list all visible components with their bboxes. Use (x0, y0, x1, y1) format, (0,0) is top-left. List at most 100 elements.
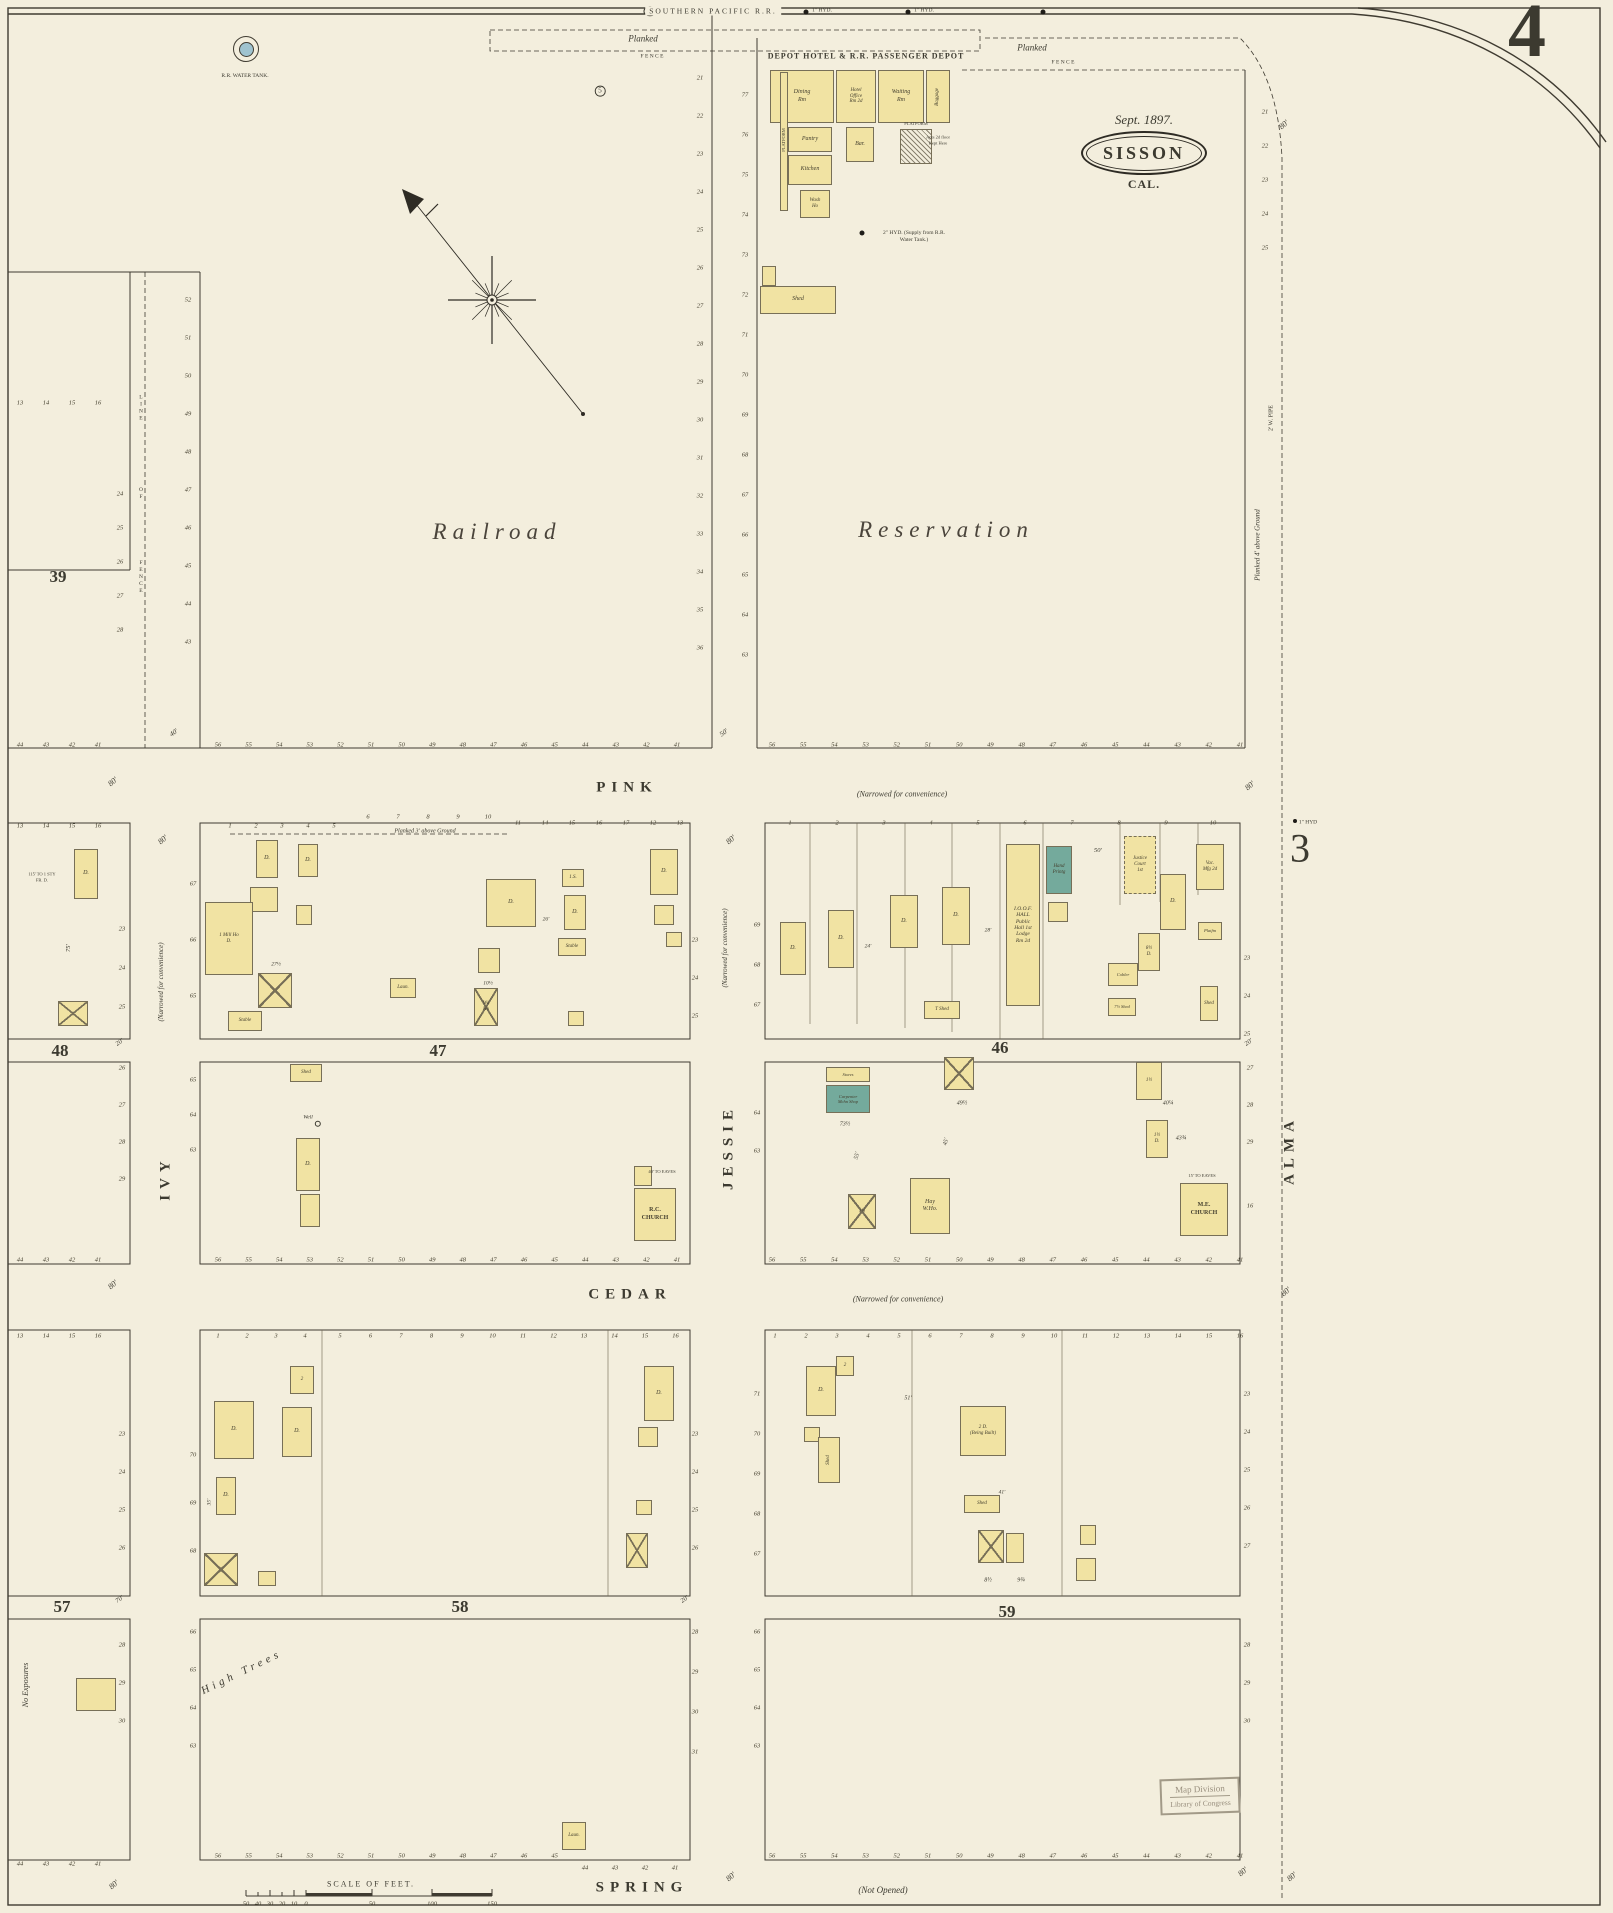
lot-number: 53 (306, 1852, 314, 1860)
lot-number: 25 (1261, 244, 1269, 252)
building: Cobler (1108, 963, 1138, 986)
building: D. (296, 1138, 320, 1191)
building: Baggage (926, 70, 950, 123)
building (204, 1553, 238, 1586)
lot-number: 66 (189, 1628, 197, 1636)
lot-number: 46 (1080, 1256, 1088, 1264)
area-label-railroad: Railroad (432, 519, 562, 544)
building (978, 1530, 1004, 1563)
lot-number: 65 (189, 992, 197, 1000)
building-label: D. (656, 1389, 662, 1396)
lot-number: 1 (228, 822, 232, 830)
lot-number: 63 (189, 1146, 197, 1154)
lot-number: 53 (306, 1256, 314, 1264)
map-label: 40¼ (1162, 1100, 1174, 1107)
lot-number: 1 (216, 1332, 220, 1340)
compass-rose-icon (402, 189, 585, 416)
building (666, 932, 682, 947)
lot-number: 42 (1205, 1256, 1213, 1264)
lot-number: 6 (368, 1332, 373, 1340)
lot-number: 24 (1243, 992, 1251, 1000)
building (900, 129, 932, 164)
lot-number: 64 (753, 1704, 761, 1712)
lot-number: 24 (1261, 210, 1269, 218)
lot-number: 3 (280, 822, 284, 830)
block-number-57: 57 (53, 1597, 71, 1616)
building (250, 887, 278, 912)
building-label: Shed (792, 296, 804, 303)
map-label: 80' (106, 1278, 120, 1292)
lot-number: 77 (741, 91, 749, 99)
building: D. (298, 844, 318, 877)
building-label: D. (661, 868, 667, 875)
map-label: 70' (114, 1594, 125, 1605)
lot-number: 49 (184, 410, 192, 418)
block-number-39: 39 (49, 567, 67, 586)
lot-number: 6 (928, 1332, 932, 1340)
building: D. (650, 849, 678, 895)
street-label-jessie: JESSIE (720, 1103, 737, 1191)
building-label: Hay W.Ho. (922, 1198, 938, 1212)
lot-number: 3 (882, 819, 886, 827)
lot-number: 11 (1081, 1332, 1089, 1340)
lot-number: 14 (1174, 1332, 1182, 1340)
lot-number: 26 (696, 264, 704, 272)
building-label: Wa Ho (482, 1001, 490, 1012)
lot-number: 47 (490, 1852, 497, 1860)
street-label-cedar: CEDAR (588, 1286, 672, 1303)
building (944, 1057, 974, 1090)
building: D. (780, 922, 806, 975)
map-label: 28' (984, 927, 992, 934)
lot-number: 15 (1205, 1332, 1213, 1340)
lot-number: 51 (924, 741, 932, 749)
lot-number: 7 (1070, 819, 1074, 827)
lot-number: 2 (245, 1332, 249, 1340)
building-label: Kitchen (800, 166, 820, 173)
lot-number: 13 (16, 822, 24, 830)
lot-number: 55 (799, 1852, 807, 1860)
lot-number: 68 (753, 1510, 761, 1518)
lot-number: 41 (94, 741, 102, 749)
map-label: 1" HYD. (812, 7, 832, 14)
lot-number: 44 (581, 1864, 589, 1872)
map-label: F E N C E (1051, 59, 1075, 66)
lot-number: 29 (1243, 1679, 1251, 1687)
block-number-48: 48 (51, 1041, 69, 1060)
lot-number: 26 (1243, 1504, 1251, 1512)
lot-number: 5 (897, 1332, 901, 1340)
scale-label: SCALE OF FEET. (326, 1879, 416, 1889)
loc-stamp: Map Division Library of Congress (1159, 1776, 1242, 1816)
lot-number: 68 (741, 451, 749, 459)
building (258, 973, 292, 1008)
building: Platfm (1198, 922, 1222, 940)
water-tank-water (238, 41, 254, 57)
narrowed-note: (Narrowed for convenience) (852, 1294, 944, 1304)
lot-number: 51 (367, 741, 375, 749)
lot-number: 70 (189, 1451, 197, 1459)
building: Shed (760, 286, 836, 314)
lot-number: 26 (691, 1544, 699, 1552)
narrowed-note: (Narrowed for convenience) (856, 789, 948, 799)
building: Hand Printg (1046, 846, 1072, 894)
lot-number: 66 (189, 936, 197, 944)
lot-number: 13 (580, 1332, 588, 1340)
area-label-reservation: Reservation (858, 517, 1034, 542)
building-label: D. (305, 856, 311, 863)
lot-number: 14 (611, 1332, 618, 1340)
lot-number: 67 (189, 880, 197, 888)
building: Bar. (846, 127, 874, 162)
lot-number: 21 (696, 74, 704, 82)
lot-number: 27 (118, 1101, 126, 1109)
lot-number: 64 (189, 1704, 197, 1712)
lot-number: 45 (184, 562, 192, 570)
building: 1½ D. (1146, 1120, 1168, 1158)
lot-number: 46 (520, 1256, 528, 1264)
water-tank-icon (233, 36, 259, 62)
building: Pantry (788, 127, 832, 152)
building: D. (282, 1407, 312, 1457)
building-label: D. (1170, 898, 1176, 905)
lot-number: 48 (184, 448, 192, 456)
lot-number: 52 (893, 1852, 901, 1860)
lot-number: 44 (1143, 741, 1150, 749)
